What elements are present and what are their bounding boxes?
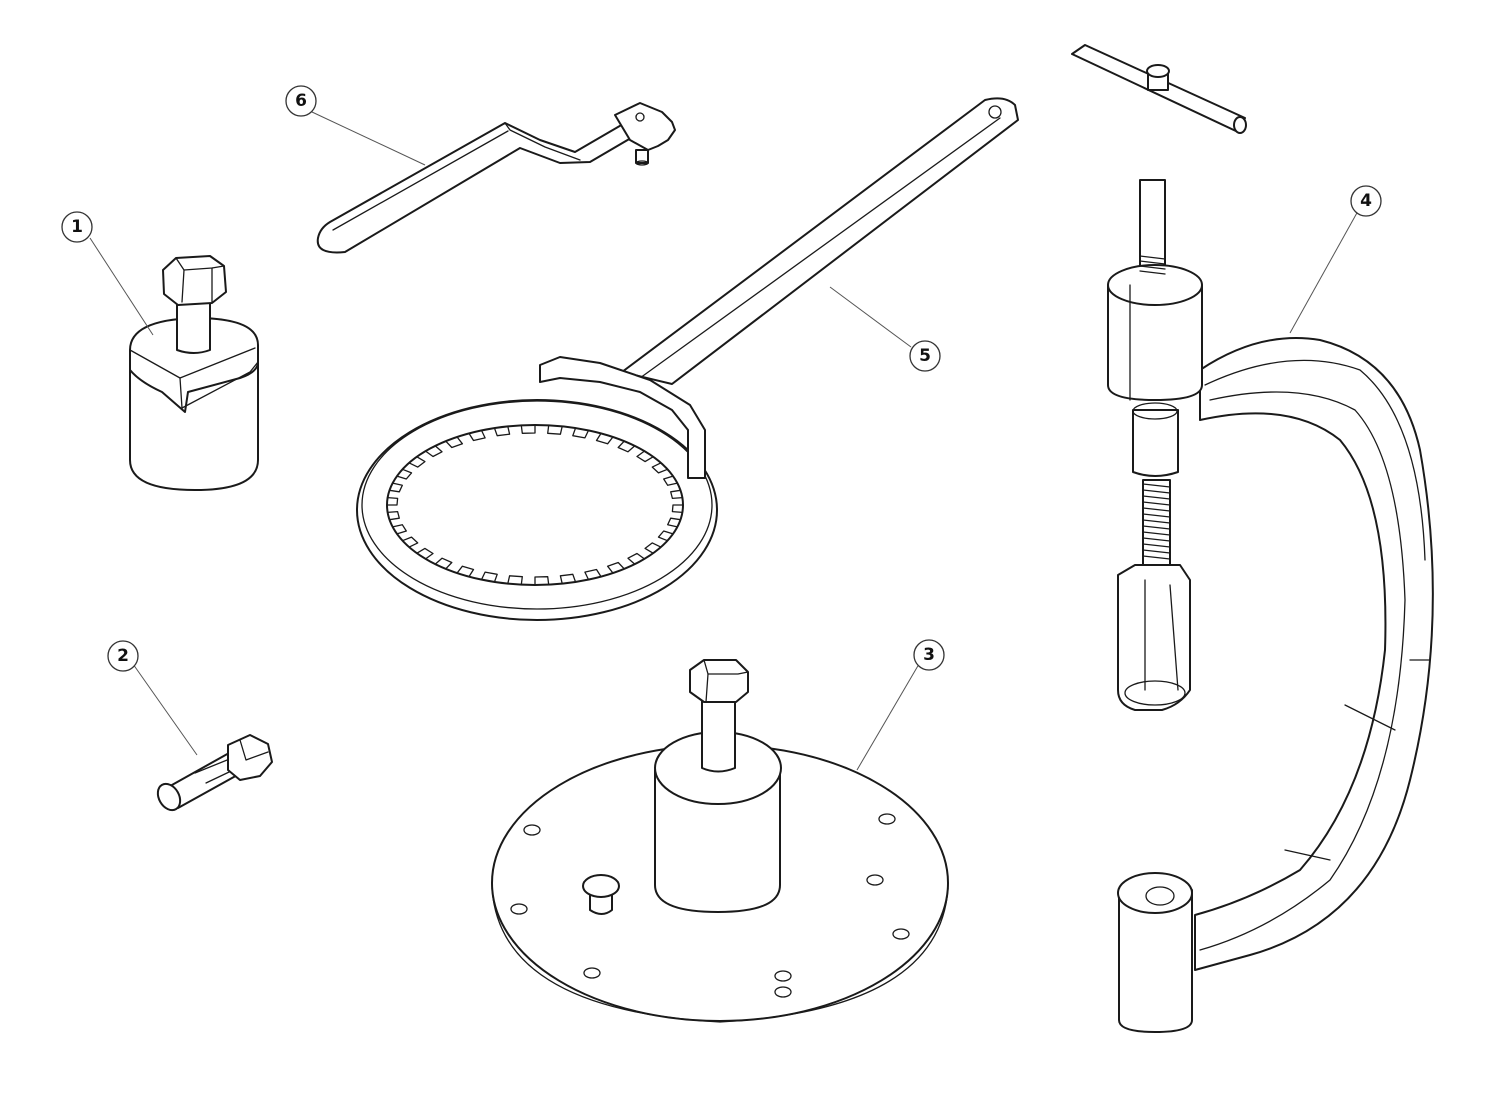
disc-hole [583, 967, 601, 979]
disc-hole [510, 903, 528, 915]
leader-6 [311, 111, 426, 166]
part-5-clutch-holder [356, 97, 1019, 621]
disc-hole [878, 813, 896, 825]
leader-1 [89, 237, 154, 336]
part-2-bolt-adapter [156, 734, 273, 812]
part-4-c-clamp-press [1071, 44, 1434, 1033]
callout-1: 1 [61, 211, 93, 243]
callout-5: 5 [909, 340, 941, 372]
callout-6: 6 [285, 85, 317, 117]
disc-hole [774, 986, 792, 998]
leader-5 [829, 286, 912, 348]
callout-3: 3 [913, 639, 945, 671]
disc-hole [866, 874, 884, 886]
leader-3 [856, 663, 920, 771]
part-3-disc-holder [491, 659, 949, 1023]
leader-4 [1289, 210, 1359, 334]
callout-2: 2 [107, 640, 139, 672]
callout-4: 4 [1350, 185, 1382, 217]
disc-hole [892, 928, 910, 940]
svg-text:6: 6 [295, 91, 307, 111]
svg-text:3: 3 [923, 645, 935, 665]
part-1-puller-cup [129, 255, 259, 491]
disc-hole [774, 970, 792, 982]
disc-hole [523, 824, 541, 836]
svg-text:5: 5 [919, 346, 931, 366]
ring-teeth-outline [386, 424, 684, 586]
svg-text:1: 1 [71, 217, 83, 237]
leader-lines [89, 111, 1359, 771]
part-6-pin-spanner [316, 102, 676, 254]
svg-text:4: 4 [1360, 191, 1372, 211]
leader-2 [132, 663, 198, 756]
screw-thread-lines [1139, 255, 1171, 560]
svg-text:2: 2 [117, 646, 129, 666]
